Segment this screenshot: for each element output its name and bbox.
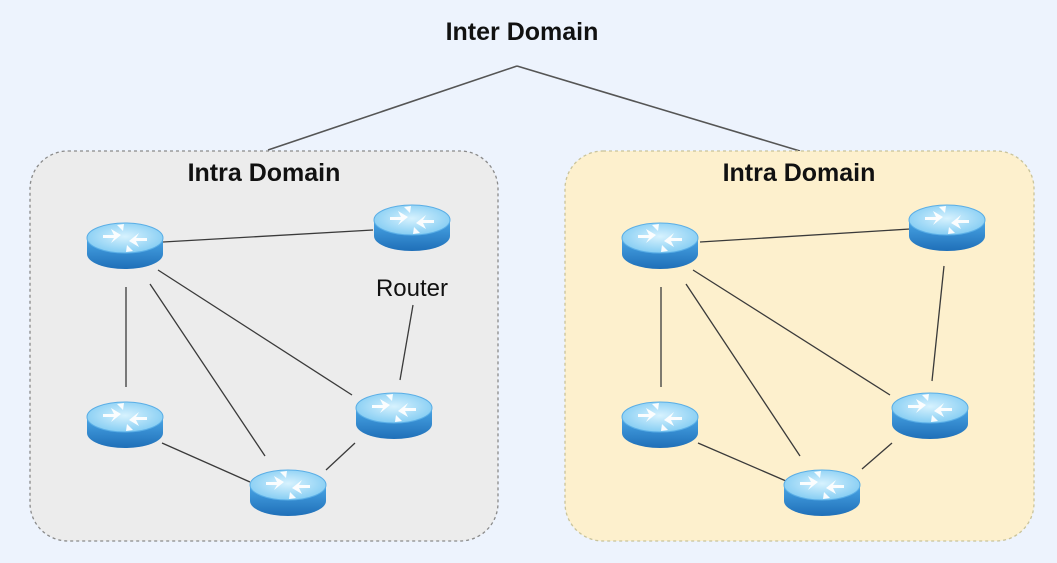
link [161,442,251,483]
inter-link-left [267,65,518,151]
domain-right-label: Intra Domain [723,159,876,187]
link [399,304,414,381]
link [861,442,893,470]
domain-left: Intra Domain Router [29,150,499,542]
router-icon [783,469,861,517]
link [931,265,945,382]
router-icon [249,469,327,517]
inter-domain-links [267,65,801,152]
router-icon [373,204,451,252]
router-icon [86,401,164,449]
link [325,442,356,471]
domain-left-links [125,229,414,483]
router-icon [86,222,164,270]
router-icon [621,401,699,449]
router-icon [621,222,699,270]
link [162,229,374,243]
domain-right-links [660,228,945,482]
domain-right: Intra Domain [564,150,1035,542]
diagram-title: Inter Domain [446,18,599,46]
router-icon [908,204,986,252]
router-label: Router [376,275,448,302]
inter-link-right [516,65,801,152]
link [697,442,787,482]
link [699,228,911,243]
link [157,269,353,396]
link [149,283,266,457]
domain-left-label: Intra Domain [188,159,341,187]
link [692,269,891,396]
link [685,283,801,457]
router-icon [891,392,969,440]
router-icon [355,392,433,440]
